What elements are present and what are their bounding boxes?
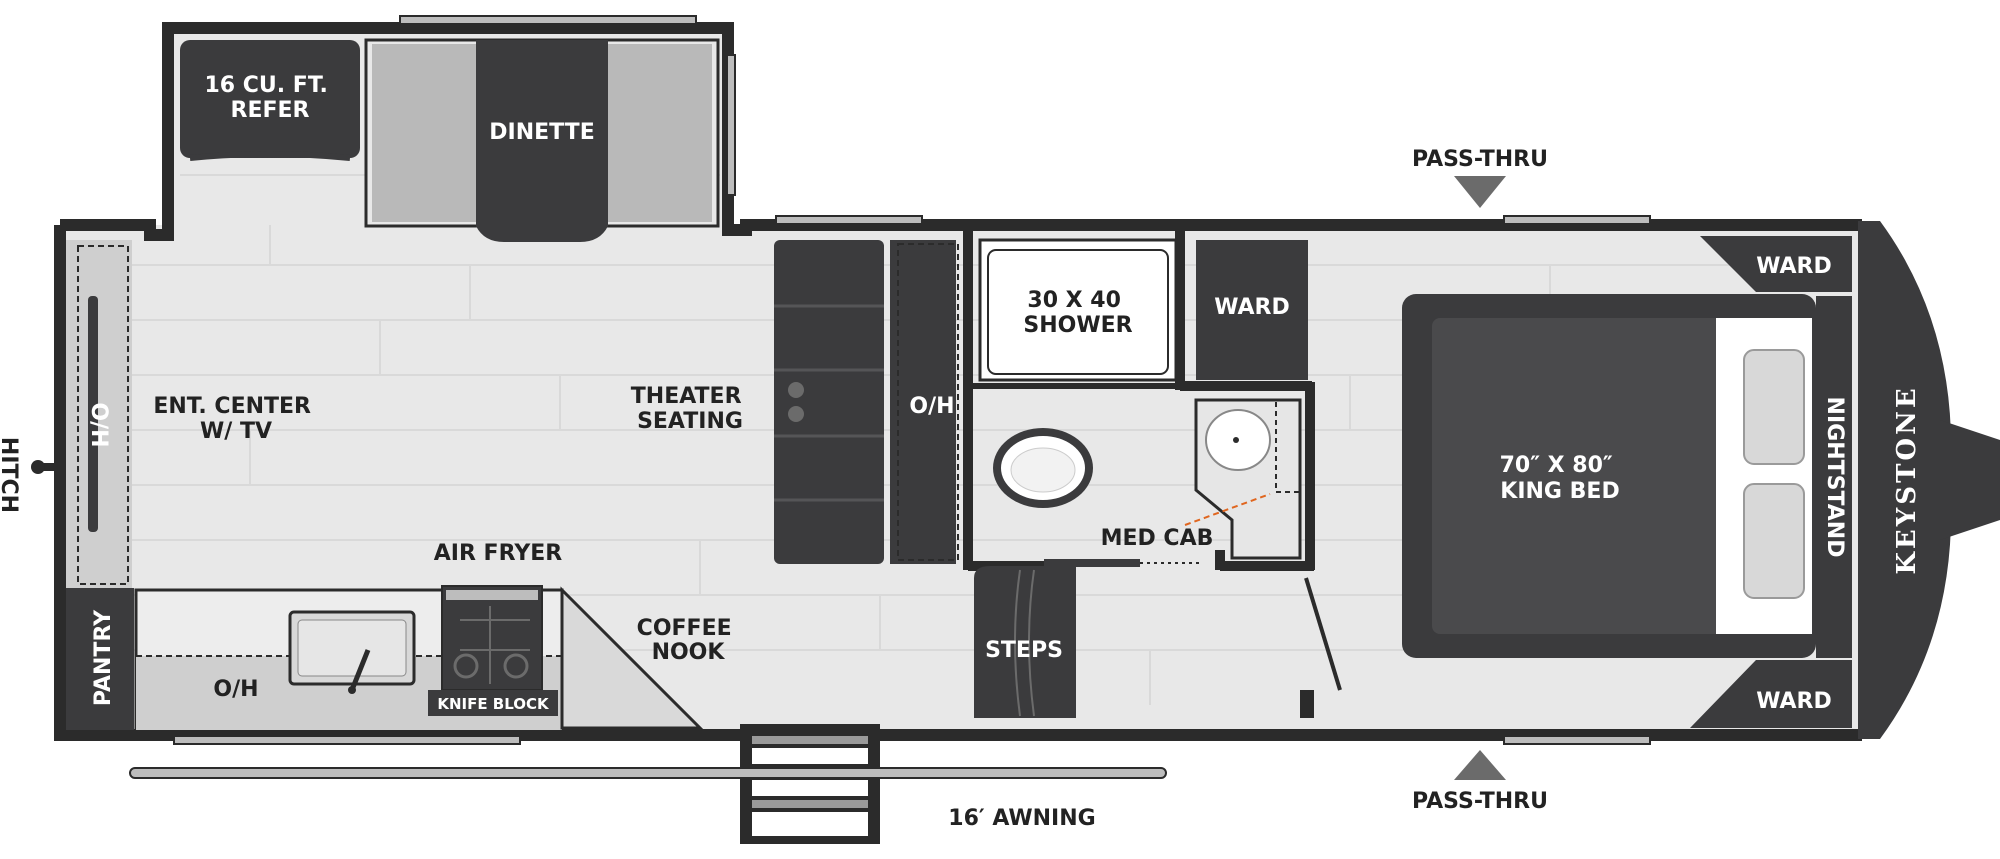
coffee-nook-label-line1: COFFEE bbox=[637, 616, 732, 641]
entry-steps: STEPS bbox=[974, 566, 1076, 718]
burner-icon bbox=[453, 653, 479, 679]
shower-label-line2: SHOWER bbox=[1023, 313, 1132, 338]
steps-label: STEPS bbox=[985, 638, 1063, 663]
coffee-nook-label-line2: NOOK bbox=[652, 640, 726, 665]
awning: 16′ AWNING bbox=[129, 767, 1167, 831]
front-oh-label: O/H bbox=[86, 402, 111, 447]
theater-seating-label-line2: SEATING bbox=[637, 409, 743, 434]
theater-seating: O/H bbox=[774, 240, 959, 564]
pillow bbox=[1743, 349, 1805, 465]
bathroom: 30 X 40 SHOWER bbox=[963, 230, 1315, 571]
svg-text:70″ X 80″ KING BED: 70″ X 80″ KING BED bbox=[1500, 453, 1621, 504]
front-cap: KEYSTONE bbox=[1858, 221, 2000, 739]
bedroom: WARD WARD NIGHTSTAND 70″ X 80″ KING BED bbox=[1402, 236, 1852, 728]
med-cab-leader bbox=[1184, 493, 1271, 526]
awning-label: 16′ AWNING bbox=[948, 806, 1095, 831]
pass-thru-bottom: PASS-THRU bbox=[1412, 750, 1548, 814]
cupholder-icon bbox=[788, 406, 804, 422]
wardrobe-bottom bbox=[1690, 660, 1852, 728]
hitch: HITCH bbox=[0, 437, 60, 513]
galley-counter: O/H KNIFE BLOCK bbox=[134, 585, 564, 732]
med-cab-label: MED CAB bbox=[1101, 526, 1214, 551]
coffee-nook bbox=[560, 586, 704, 730]
ward-bottom-label: WARD bbox=[1756, 689, 1832, 714]
refer-label-line2: REFER bbox=[231, 98, 310, 123]
arrow-up-icon bbox=[1454, 750, 1506, 780]
bed-label-line1: 70″ X 80″ bbox=[1500, 453, 1613, 478]
nightstand bbox=[1816, 296, 1852, 658]
svg-text:30 X 40 SHOWER: 30 X 40 SHOWER bbox=[1023, 288, 1132, 338]
brand-logo: KEYSTONE bbox=[1892, 385, 1922, 574]
svg-text:THEATER SEATING: THEATER SEATING bbox=[631, 384, 749, 434]
front-overhead-cabinet: O/H bbox=[66, 240, 132, 588]
air-fryer-label: AIR FRYER bbox=[434, 541, 563, 566]
ent-center-label-line2: W/ TV bbox=[200, 419, 272, 444]
refrigerator: 16 CU. FT. REFER bbox=[180, 40, 360, 161]
pantry: PANTRY bbox=[66, 588, 134, 730]
dinette-label: DINETTE bbox=[489, 120, 594, 145]
pantry-label: PANTRY bbox=[91, 609, 116, 706]
svg-text:COFFEE NOOK: COFFEE NOOK bbox=[637, 616, 740, 665]
pass-thru-top-label: PASS-THRU bbox=[1412, 147, 1548, 172]
bedroom-door bbox=[1300, 577, 1342, 718]
hitch-label: HITCH bbox=[0, 437, 21, 513]
nightstand-label: NIGHTSTAND bbox=[1822, 397, 1847, 558]
burner-icon bbox=[503, 653, 529, 679]
exterior-steps bbox=[740, 724, 880, 844]
slide-oh-label: O/H bbox=[909, 394, 954, 419]
knife-block bbox=[428, 690, 558, 716]
ward-top-label: WARD bbox=[1756, 254, 1832, 279]
faucet-icon bbox=[349, 649, 371, 691]
pillow bbox=[1743, 483, 1805, 599]
refer-label-line1: 16 CU. FT. bbox=[204, 73, 327, 98]
theater-seating-label-line1: THEATER bbox=[631, 384, 742, 409]
pass-thru-top: PASS-THRU bbox=[1412, 147, 1548, 208]
cupholder-icon bbox=[788, 382, 804, 398]
bed-label-line2: KING BED bbox=[1500, 479, 1619, 504]
wardrobe-bath: WARD bbox=[1196, 240, 1308, 380]
arrow-down-icon bbox=[1454, 176, 1506, 208]
knife-block-label: KNIFE BLOCK bbox=[437, 695, 550, 713]
shower-label-line1: 30 X 40 bbox=[1027, 288, 1121, 313]
ent-center-label-line1: ENT. CENTER bbox=[153, 394, 311, 419]
galley-oh-label: O/H bbox=[213, 677, 258, 702]
windows bbox=[173, 15, 1651, 745]
ward-bath-label: WARD bbox=[1214, 295, 1290, 320]
wardrobe-top bbox=[1700, 236, 1852, 292]
pass-thru-bottom-label: PASS-THRU bbox=[1412, 789, 1548, 814]
svg-text:ENT. CENTER W/ TV: ENT. CENTER W/ TV bbox=[153, 394, 318, 444]
svg-text:16 CU. FT. REFER: 16 CU. FT. REFER bbox=[204, 73, 335, 123]
dinette: DINETTE bbox=[364, 38, 720, 242]
